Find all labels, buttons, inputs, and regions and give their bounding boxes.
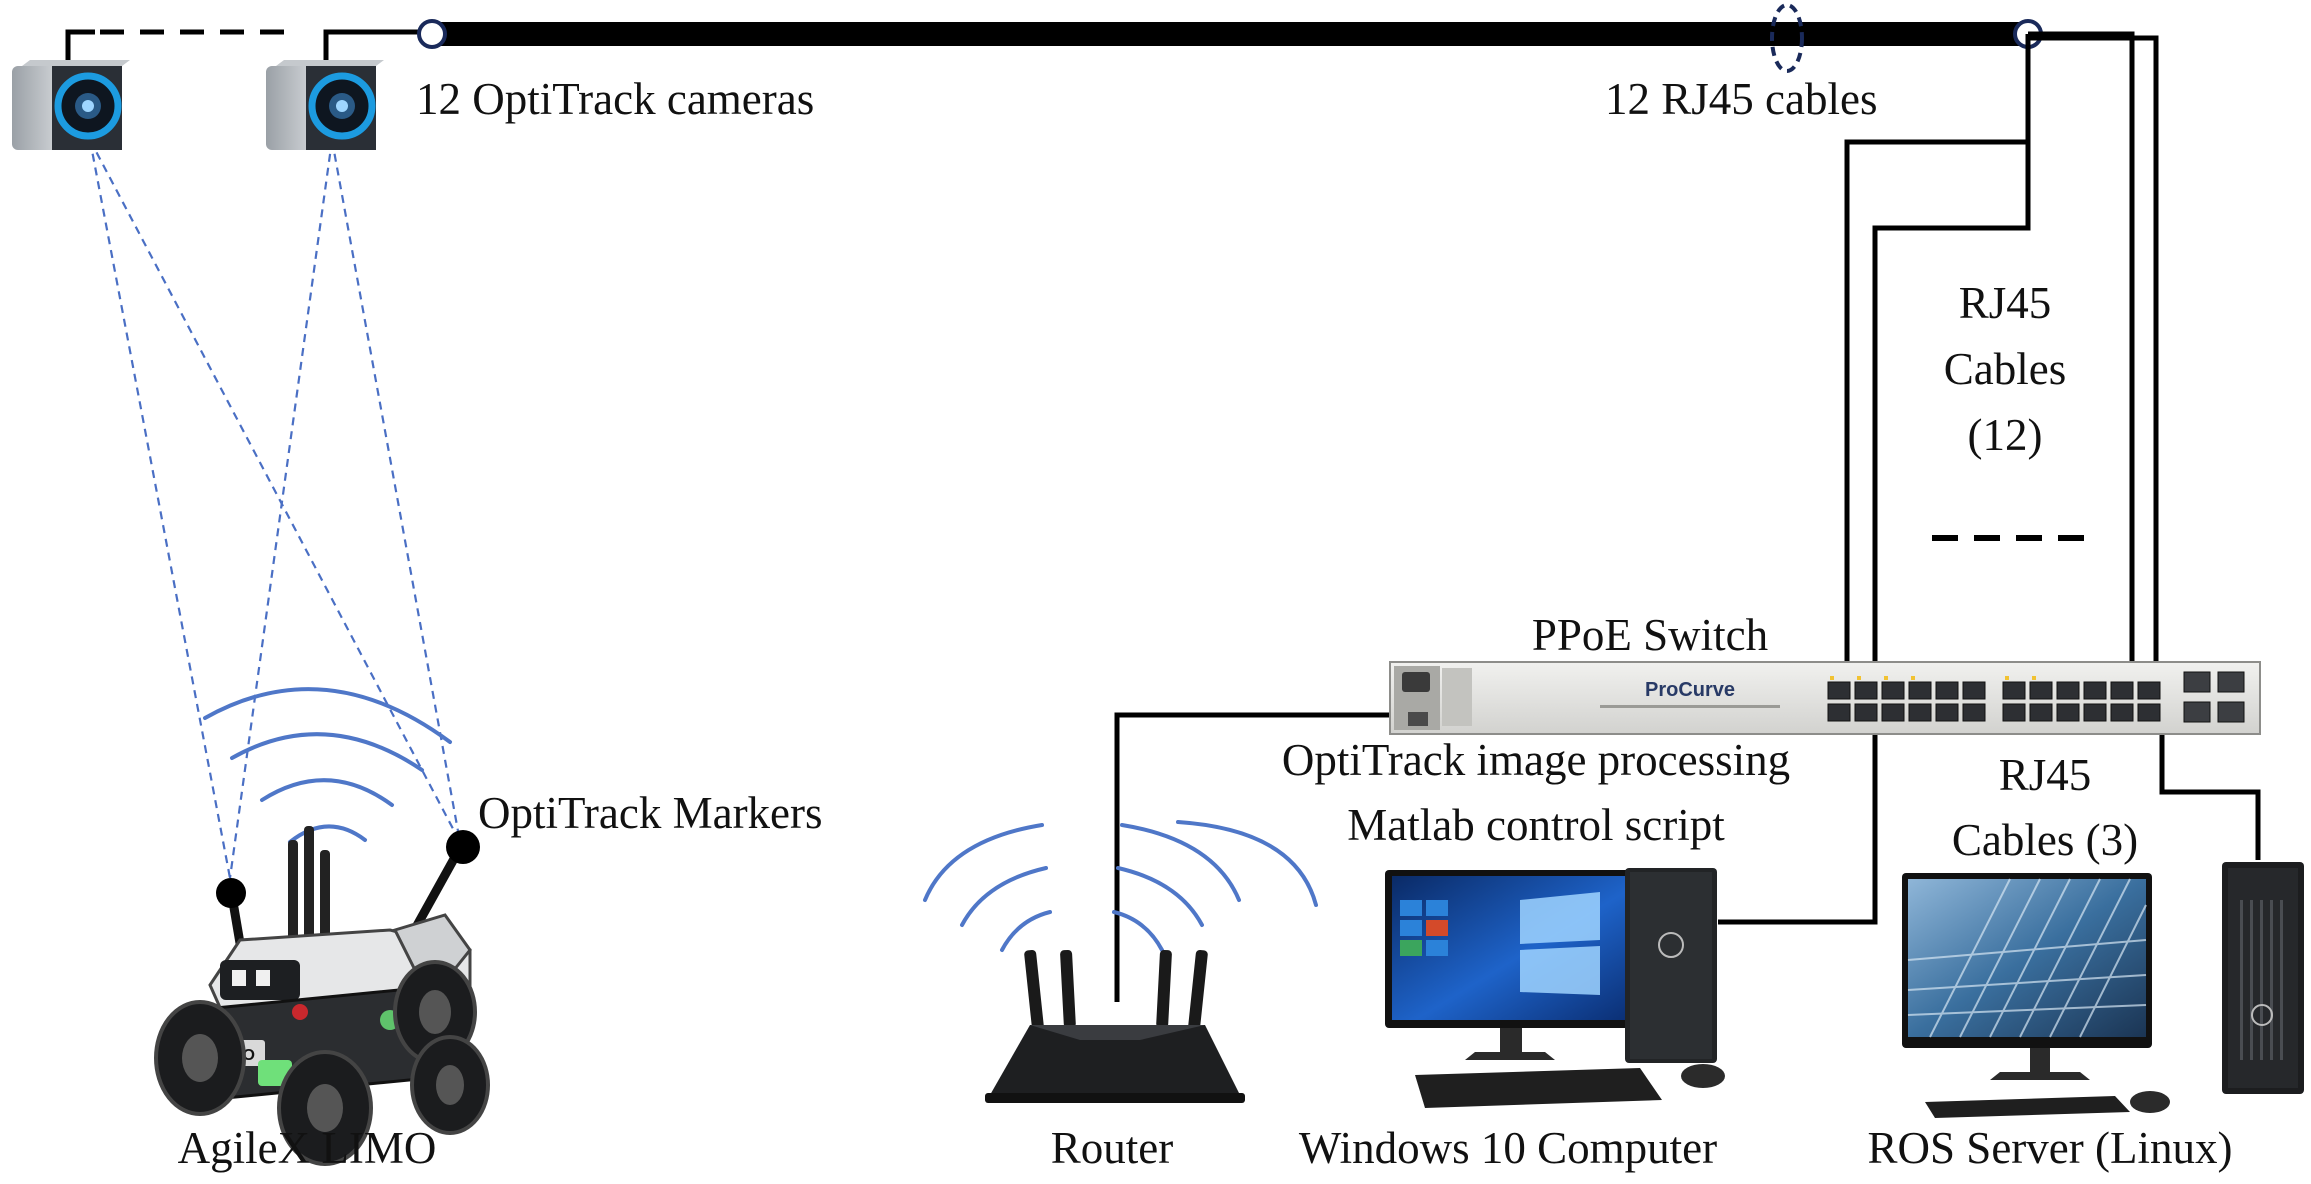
wifi-router-icon: [985, 949, 1245, 1103]
camera-cabling: [65, 3, 2043, 73]
rj45-12-side-label-line1: RJ45: [1959, 278, 2052, 328]
desktop-computer-icon: [1378, 865, 1725, 1115]
camera1-cable: [65, 29, 95, 62]
ros-server-cable: [2159, 730, 2261, 860]
rj45-12-side-label-line3: (12): [1968, 410, 2043, 460]
rj45-3-label-line2: Cables (3): [1952, 815, 2138, 865]
robot-wifi-signal: [203, 687, 452, 844]
ppoe-switch: ProCurve: [1389, 661, 2261, 735]
rj45-12-side-label-line2: Cables: [1944, 344, 2066, 394]
matlab-script-label: Matlab control script: [1347, 800, 1725, 850]
camera2-cable: [323, 29, 428, 62]
windows-10-computer: [1378, 865, 1725, 1115]
switch-cable-b: [1872, 34, 2031, 680]
router-wifi-signal: [923, 820, 1318, 952]
rj45-12-top-label: 12 RJ45 cables: [1605, 74, 1877, 124]
switch-cable-c: [2028, 31, 2135, 680]
ros-server-label: ROS Server (Linux): [1868, 1123, 2233, 1173]
robot-label: AgileX LIMO: [178, 1123, 437, 1173]
optitrack-camera-icon: [12, 60, 130, 150]
rj45-3-label-line1: RJ45: [1999, 750, 2092, 800]
switch-cable-d: [2028, 35, 2159, 680]
router-label: Router: [1051, 1123, 1173, 1173]
switch-label: PPoE Switch: [1532, 610, 1768, 660]
windows-pc-label: Windows 10 Computer: [1299, 1123, 1717, 1173]
bundle-start-cap: [417, 19, 447, 49]
agilex-limo-robot: LIMO: [154, 826, 490, 1166]
switch-brand: ProCurve: [1645, 679, 1735, 701]
bundle-marker: [1770, 3, 1804, 73]
switch-cabling: [1114, 31, 2261, 1002]
cameras-label: 12 OptiTrack cameras: [416, 74, 814, 124]
optitrack-camera-1: [12, 60, 130, 150]
labels: 12 OptiTrack cameras 12 RJ45 cables RJ45…: [178, 74, 2233, 1173]
markers-label: OptiTrack Markers: [478, 788, 823, 838]
robot-icon: LIMO: [154, 826, 490, 1166]
network-switch-icon: ProCurve: [1389, 661, 2261, 735]
desktop-computer-icon: [1902, 862, 2304, 1118]
optitrack-processing-label: OptiTrack image processing: [1282, 735, 1790, 785]
camera-lines-of-sight: [88, 139, 462, 879]
wifi-router: [985, 949, 1245, 1103]
optitrack-camera-icon: [266, 60, 384, 150]
optitrack-camera-2: [266, 60, 384, 150]
windows-pc-cable: [1712, 730, 1878, 925]
ros-server-linux: [1902, 862, 2304, 1118]
